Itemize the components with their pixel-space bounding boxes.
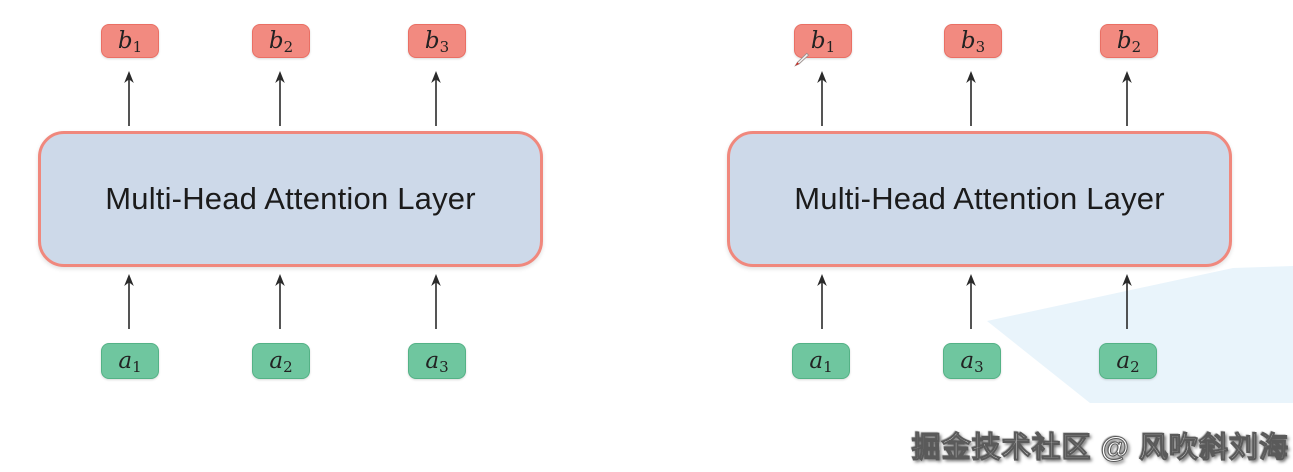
node-subscript: 1	[825, 37, 836, 56]
node-subscript: 1	[132, 37, 143, 56]
node-label: a	[960, 347, 975, 374]
node-label: a	[425, 347, 440, 374]
attention-layer-box: Multi-Head Attention Layer	[727, 131, 1232, 267]
node-label: a	[1116, 347, 1131, 374]
attention-layer-box: Multi-Head Attention Layer	[38, 131, 543, 267]
up-arrow-icon	[431, 274, 441, 329]
layer-label: Multi-Head Attention Layer	[794, 181, 1165, 216]
up-arrow-icon	[1122, 71, 1132, 126]
pen-cursor-icon	[794, 52, 810, 67]
node-subscript: 2	[1131, 37, 1142, 56]
up-arrow-icon	[275, 274, 285, 329]
node-label: b	[960, 27, 976, 54]
node-label: b	[268, 27, 284, 54]
node-label: b	[424, 27, 440, 54]
node-subscript: 1	[823, 357, 833, 376]
up-arrow-icon	[431, 71, 441, 126]
node-label: a	[269, 347, 284, 374]
layer-label: Multi-Head Attention Layer	[105, 181, 476, 216]
up-arrow-icon	[124, 71, 134, 126]
up-arrow-icon	[1122, 274, 1132, 329]
node-label: b	[1116, 27, 1132, 54]
up-arrow-icon	[817, 71, 827, 126]
up-arrow-icon	[817, 274, 827, 329]
node-label: b	[810, 27, 826, 54]
node-subscript: 3	[974, 357, 984, 376]
node-label: a	[809, 347, 824, 374]
node-subscript: 2	[283, 37, 294, 56]
up-arrow-icon	[275, 71, 285, 126]
up-arrow-icon	[966, 71, 976, 126]
up-arrow-icon	[124, 274, 134, 329]
node-subscript: 3	[439, 37, 450, 56]
node-subscript: 2	[283, 357, 293, 376]
node-subscript: 3	[439, 357, 449, 376]
node-label: b	[117, 27, 133, 54]
watermark-text: 掘金技术社区 @ 风吹斜刘海	[911, 432, 1289, 465]
up-arrow-icon	[966, 274, 976, 329]
node-subscript: 2	[1130, 357, 1140, 376]
node-subscript: 3	[975, 37, 986, 56]
node-subscript: 1	[132, 357, 142, 376]
node-label: a	[118, 347, 133, 374]
